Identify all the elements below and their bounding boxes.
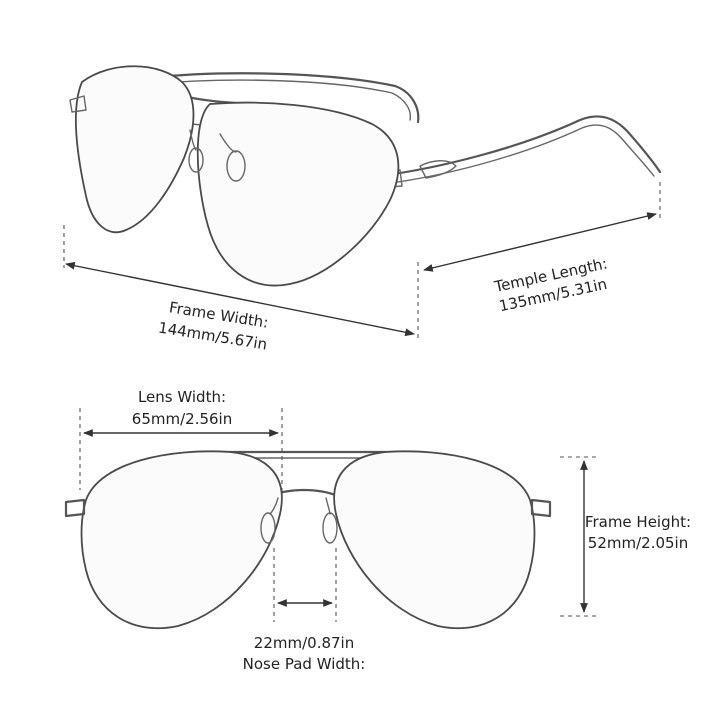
end-piece-left <box>69 95 87 113</box>
lens-left-front <box>80 450 283 630</box>
nose-pad-arms-front <box>269 497 331 515</box>
nose-pad-width-title: Nose Pad Width: <box>243 655 366 673</box>
temple-arm-near-inner <box>383 124 655 185</box>
hinge-detail <box>419 160 457 179</box>
lens-width-value: 65mm/2.56in <box>132 410 232 428</box>
temple-arm-far <box>148 72 420 124</box>
lens-width-title: Lens Width: <box>138 388 226 406</box>
lens-right-perspective <box>196 101 400 287</box>
frame-height-value: 52mm/2.05in <box>588 534 688 552</box>
front-glasses <box>64 450 552 630</box>
nose-pad-left-front <box>260 512 276 544</box>
temple-arm-far-inner <box>151 79 412 121</box>
end-piece-left-front <box>64 498 86 518</box>
temple-arm-near <box>378 115 662 178</box>
nose-pad-left <box>188 147 204 173</box>
frame-width-arrow <box>65 261 415 337</box>
nose-pad-arm <box>189 129 237 153</box>
temple-length-arrow <box>423 212 657 272</box>
lens-right-front <box>333 450 536 630</box>
lens-left-perspective <box>74 65 195 234</box>
frame-height-title: Frame Height: <box>585 513 691 531</box>
nose-pad-right <box>226 150 246 182</box>
frame-height-dimension: Frame Height: 52mm/2.05in <box>560 456 691 617</box>
end-piece-right-front <box>530 498 552 518</box>
nose-pad-width-value: 22mm/0.87in <box>254 634 354 652</box>
lens-width-dimension: Lens Width: 65mm/2.56in <box>79 388 283 500</box>
perspective-glasses <box>69 65 662 287</box>
temple-length-dimension: Temple Length: 135mm/5.31in <box>423 182 661 315</box>
nose-pad-width-dimension: 22mm/0.87in Nose Pad Width: <box>243 548 366 673</box>
nose-pad-right-front <box>322 512 338 544</box>
